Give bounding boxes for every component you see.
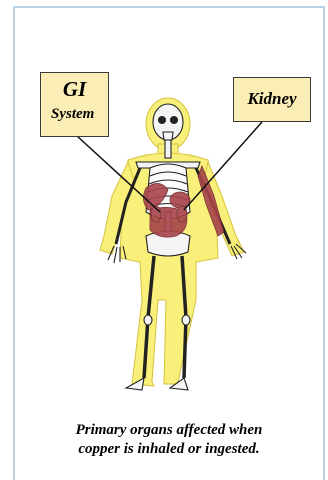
figure-caption-line-2: copper is inhaled or ingested. [24,440,314,459]
gi-callout-title: GI [41,78,108,100]
gi-system-callout: GI System [40,72,109,137]
gi-callout-subtitle: System [51,106,94,123]
figure-caption-line-1: Primary organs affected when [24,421,314,440]
kidney-callout: Kidney [233,77,311,122]
kidney-callout-title: Kidney [234,89,310,109]
